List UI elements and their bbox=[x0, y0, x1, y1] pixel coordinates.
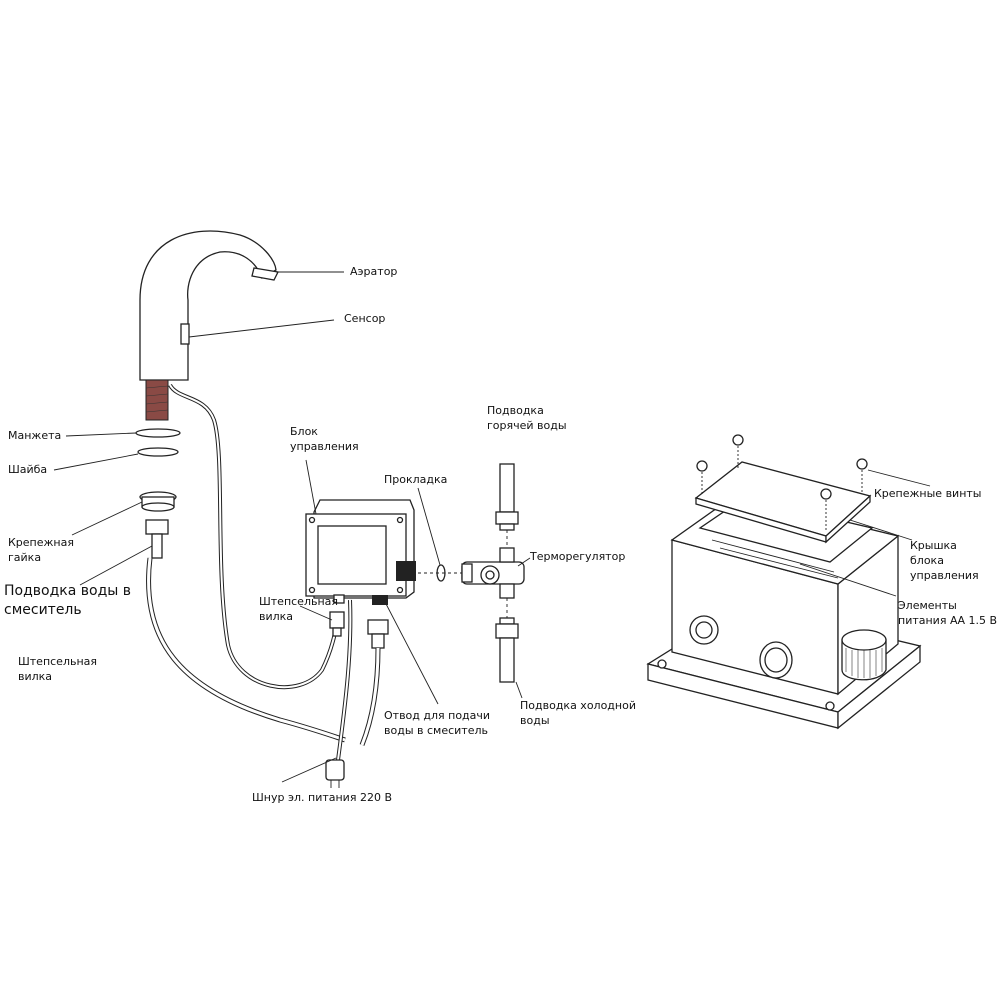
label-lid-line2: блока bbox=[910, 554, 944, 567]
cuff-ring bbox=[135, 428, 181, 438]
cold-water-pipe bbox=[495, 617, 519, 683]
label-plug-mid-line2: вилка bbox=[259, 610, 294, 623]
label-cuff: Манжета bbox=[8, 429, 62, 442]
thermoregulator-valve bbox=[461, 547, 525, 599]
label-cold-supply-line1: Подводка холодной bbox=[520, 699, 636, 712]
label-plug-mid: Штепсельная вилка bbox=[259, 594, 338, 624]
label-plug-left-line1: Штепсельная bbox=[18, 655, 98, 668]
label-batteries-line1: Элементы bbox=[898, 599, 957, 612]
label-mixer-supply-line2: смеситель bbox=[4, 602, 82, 618]
hot-water-pipe bbox=[495, 463, 519, 531]
fixing-screws bbox=[696, 434, 868, 530]
power-plug bbox=[325, 759, 345, 788]
label-control-unit-line1: Блок bbox=[290, 425, 318, 438]
label-plug-mid-line1: Штепсельная bbox=[259, 595, 339, 608]
label-lid: Крышка блока управления bbox=[910, 538, 979, 583]
label-outlet: Отвод для подачи воды в смеситель bbox=[384, 708, 490, 738]
label-batteries-line2: питания АА 1.5 В bbox=[898, 614, 998, 627]
fixing-nut bbox=[139, 491, 177, 512]
label-lid-line3: управления bbox=[910, 569, 979, 582]
control-unit-lid bbox=[694, 461, 872, 544]
control-unit-isometric bbox=[646, 495, 922, 730]
mixer-hose-fitting bbox=[145, 519, 169, 559]
plug-connector-mid bbox=[329, 611, 345, 637]
label-batteries: Элементы питания АА 1.5 В bbox=[898, 598, 997, 628]
label-power-cord: Шнур эл. питания 220 В bbox=[252, 791, 392, 804]
label-cold-supply-line2: воды bbox=[520, 714, 550, 727]
label-control-unit-line2: управления bbox=[290, 440, 359, 453]
label-control-unit: Блок управления bbox=[290, 424, 359, 454]
label-fixing-nut-line1: Крепежная bbox=[8, 536, 74, 549]
label-sensor: Сенсор bbox=[344, 312, 386, 325]
label-fixing-nut: Крепежная гайка bbox=[8, 535, 74, 565]
label-washer: Шайба bbox=[8, 463, 48, 476]
label-screws: Крепежные винты bbox=[874, 487, 982, 500]
label-mixer-supply: Подводка воды в смеситель bbox=[4, 582, 131, 620]
label-outlet-line1: Отвод для подачи bbox=[384, 709, 491, 722]
label-hot-supply-line1: Подводка bbox=[487, 404, 544, 417]
label-aerator: Аэратор bbox=[350, 265, 398, 278]
label-mixer-supply-line1: Подводка воды в bbox=[4, 583, 132, 599]
label-gasket: Прокладка bbox=[384, 473, 448, 486]
control-unit bbox=[305, 499, 416, 605]
label-plug-left-line2: вилка bbox=[18, 670, 53, 683]
label-fixing-nut-line2: гайка bbox=[8, 551, 42, 564]
label-hot-supply: Подводка горячей воды bbox=[487, 403, 567, 433]
label-hot-supply-line2: горячей воды bbox=[487, 419, 567, 432]
label-plug-left: Штепсельная вилка bbox=[18, 654, 97, 684]
label-thermoregulator: Терморегулятор bbox=[530, 550, 626, 563]
washer-ring bbox=[137, 447, 179, 457]
label-lid-line1: Крышка bbox=[910, 539, 957, 552]
label-cold-supply: Подводка холодной воды bbox=[520, 698, 636, 728]
faucet-body bbox=[139, 230, 279, 421]
label-outlet-line2: воды в смеситель bbox=[384, 724, 488, 737]
outlet-fitting bbox=[367, 619, 389, 649]
